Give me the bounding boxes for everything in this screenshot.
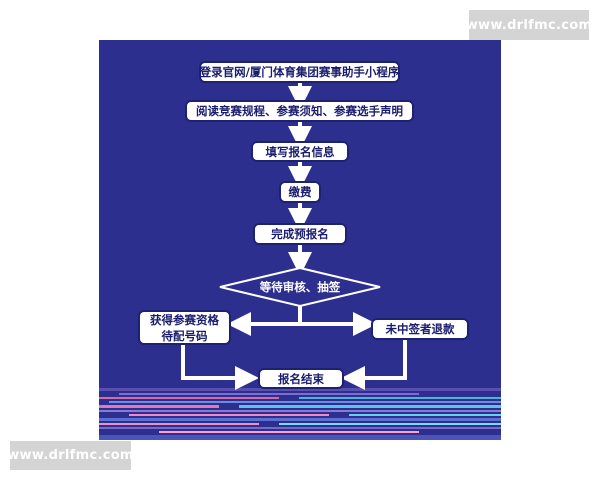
arrow-left-to-end <box>181 344 259 390</box>
step-login: 登录官网/厦门体育集团赛事助手小程序 <box>199 61 400 83</box>
step-read-rules: 阅读竞赛规程、参赛须知、参赛选手声明 <box>185 100 414 122</box>
flow-connectors <box>181 83 407 390</box>
decorative-stripes <box>99 388 501 440</box>
registration-flowchart: 登录官网/厦门体育集团赛事助手小程序 阅读竞赛规程、参赛须知、参赛选手声明 填写… <box>99 40 501 440</box>
watermark-top: www.drlfmc.com <box>466 10 592 40</box>
decision-diamond <box>219 266 381 308</box>
branch-refund: 未中签者退款 <box>371 318 469 340</box>
stripe-band <box>99 388 501 440</box>
decision-label: 等待审核、抽签 <box>259 280 341 294</box>
step-payment: 缴费 <box>279 181 321 203</box>
arrow-right-to-end <box>341 340 407 390</box>
watermark-bottom: www.drlfmc.com <box>7 441 133 470</box>
step-end: 报名结束 <box>258 368 344 389</box>
branch-qualified: 获得参赛资格待配号码 <box>138 310 231 345</box>
step-pre-registration: 完成预报名 <box>253 223 347 245</box>
step-fill-info: 填写报名信息 <box>251 141 349 162</box>
